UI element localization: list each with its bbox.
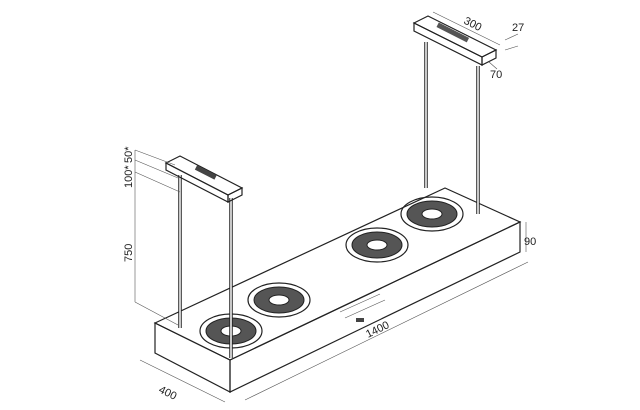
dim-offset-top: 50*: [123, 146, 135, 163]
filters: [199, 196, 464, 349]
dim-offset-second: 100*: [123, 165, 135, 188]
dim-suspension-height: 750: [123, 244, 135, 262]
dim-hood-length: 1400: [364, 319, 391, 341]
dim-bracket-height: 27: [512, 22, 524, 34]
right-ceiling-bracket: [412, 15, 498, 66]
dim-hood-depth: 400: [157, 384, 179, 403]
dim-bracket-width: 70: [490, 69, 502, 81]
dim-hood-thickness: 90: [524, 236, 536, 248]
dimension-lines: [134, 11, 529, 403]
hood-body: [153, 187, 522, 393]
filter-2: [247, 282, 311, 318]
dim-bracket-length: 300: [462, 15, 484, 34]
left-ceiling-bracket: [164, 155, 244, 203]
filter-3: [345, 227, 409, 263]
filter-4: [400, 196, 464, 232]
